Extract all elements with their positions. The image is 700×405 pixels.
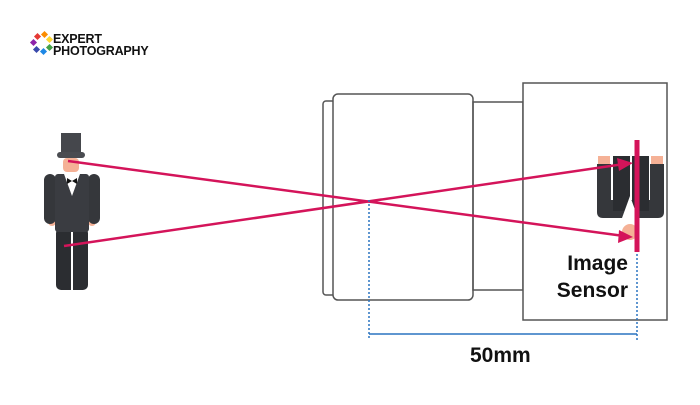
sensor-label-line-2: Sensor xyxy=(556,279,628,302)
sensor-label-line-1: Image xyxy=(567,252,628,275)
arrowhead-icon xyxy=(618,230,633,243)
logo-icon xyxy=(29,30,54,56)
focal-length-measure xyxy=(368,200,638,340)
logo: EXPERT PHOTOGRAPHY xyxy=(53,32,149,58)
lens-outline xyxy=(322,93,524,301)
light-rays xyxy=(63,159,625,248)
subject-person-icon xyxy=(44,133,100,290)
focal-length-label: 50mm xyxy=(470,344,531,367)
logo-line-2: PHOTOGRAPHY xyxy=(53,44,149,58)
inverted-image-person-icon xyxy=(597,156,664,240)
image-sensor-label: Image Sensor xyxy=(557,250,628,304)
arrowhead-icon xyxy=(617,158,633,171)
logo-line-1: EXPERT xyxy=(53,32,102,46)
